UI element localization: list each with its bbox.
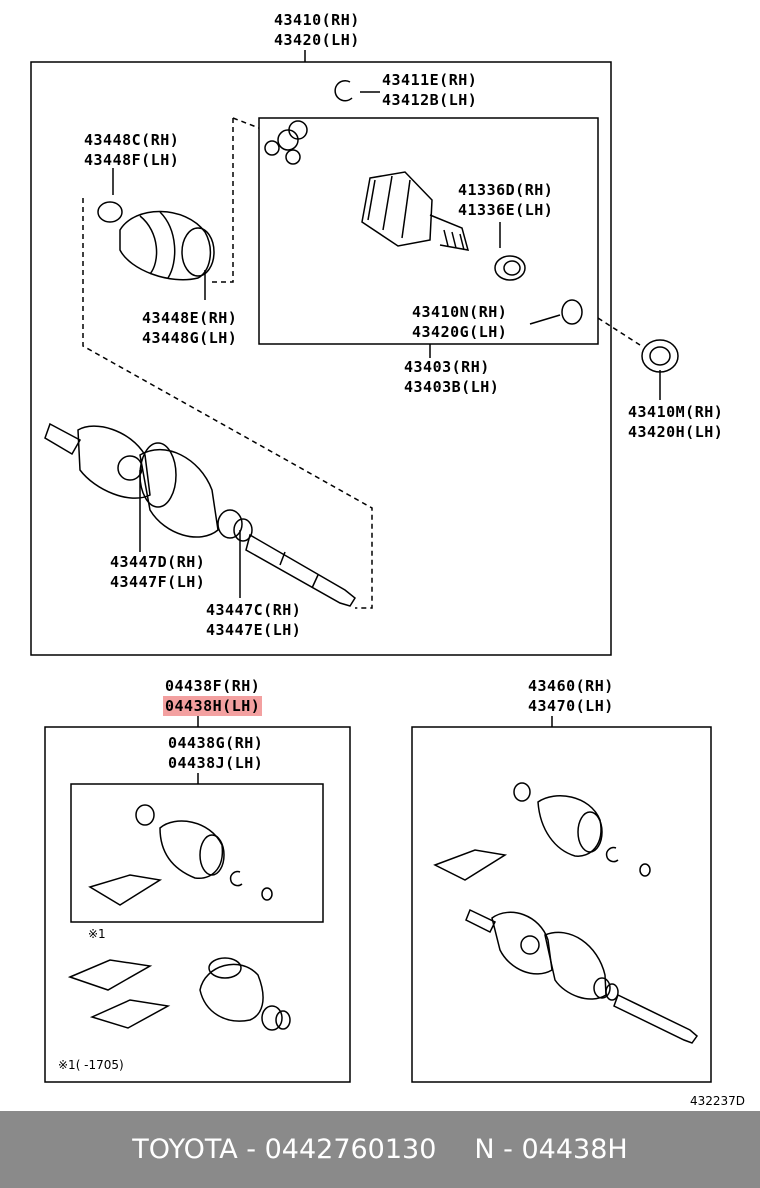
inner-joint-box <box>258 117 599 345</box>
label-43448f: 43448F(LH) <box>84 151 180 169</box>
footer-bar: TOYOTA - 0442760130 N - 04438H <box>0 1111 760 1188</box>
label-43403b: 43403B(LH) <box>404 378 500 396</box>
kit-boot-part <box>67 804 291 1031</box>
label-43448c: 43448C(RH) <box>84 131 180 149</box>
snap-ring-43410n <box>561 299 583 325</box>
label-04438j: 04438J(LH) <box>168 754 264 772</box>
label-43460: 43460(RH) <box>528 677 614 695</box>
main-assembly-box <box>30 61 612 656</box>
boot-clamp-part <box>97 201 123 223</box>
footer-ref-number: N - 04438H <box>474 1134 628 1165</box>
label-43410: 43410(RH) <box>274 11 360 29</box>
right-shaft-part <box>433 782 699 1044</box>
oil-seal-part <box>494 255 526 281</box>
kit-inner-box <box>70 783 324 923</box>
parts-diagram <box>30 50 712 1083</box>
snap-ring-43411e <box>334 79 353 102</box>
label-04438f: 04438F(RH) <box>165 677 261 695</box>
label-04438h-highlighted[interactable]: 04438H(LH) <box>163 696 263 716</box>
label-43470: 43470(LH) <box>528 697 614 715</box>
label-43403: 43403(RH) <box>404 358 490 376</box>
label-43410m: 43410M(RH) <box>628 403 724 421</box>
kit-box-right <box>411 726 712 1083</box>
figure-id: 432237D <box>690 1094 746 1108</box>
dashed-boot-group <box>212 118 234 283</box>
label-41336e: 41336E(LH) <box>458 201 554 219</box>
label-43411e: 43411E(RH) <box>382 71 478 89</box>
label-43447d: 43447D(RH) <box>110 553 206 571</box>
label-43447f: 43447F(LH) <box>110 573 206 591</box>
label-41336d: 41336D(RH) <box>458 181 554 199</box>
drive-shaft-part <box>44 422 356 607</box>
tripod-part <box>264 120 308 165</box>
label-43447c: 43447C(RH) <box>206 601 302 619</box>
label-43420: 43420(LH) <box>274 31 360 49</box>
inboard-boot-part <box>119 210 215 281</box>
label-43448g: 43448G(LH) <box>142 329 238 347</box>
label-43420g: 43420G(LH) <box>412 323 508 341</box>
label-43447e: 43447E(LH) <box>206 621 302 639</box>
label-43410n: 43410N(RH) <box>412 303 508 321</box>
seal-43410m <box>641 339 679 373</box>
footer-part-number: TOYOTA - 0442760130 <box>132 1134 437 1165</box>
label-43448e: 43448E(RH) <box>142 309 238 327</box>
note-mark: ※1 <box>88 927 106 941</box>
label-04438g: 04438G(RH) <box>168 734 264 752</box>
outer-race-part <box>361 171 470 251</box>
note-text: ※1( -1705) <box>58 1058 124 1072</box>
label-43420h: 43420H(LH) <box>628 423 724 441</box>
label-43412b: 43412B(LH) <box>382 91 478 109</box>
dashed-shaft-group <box>82 198 373 609</box>
